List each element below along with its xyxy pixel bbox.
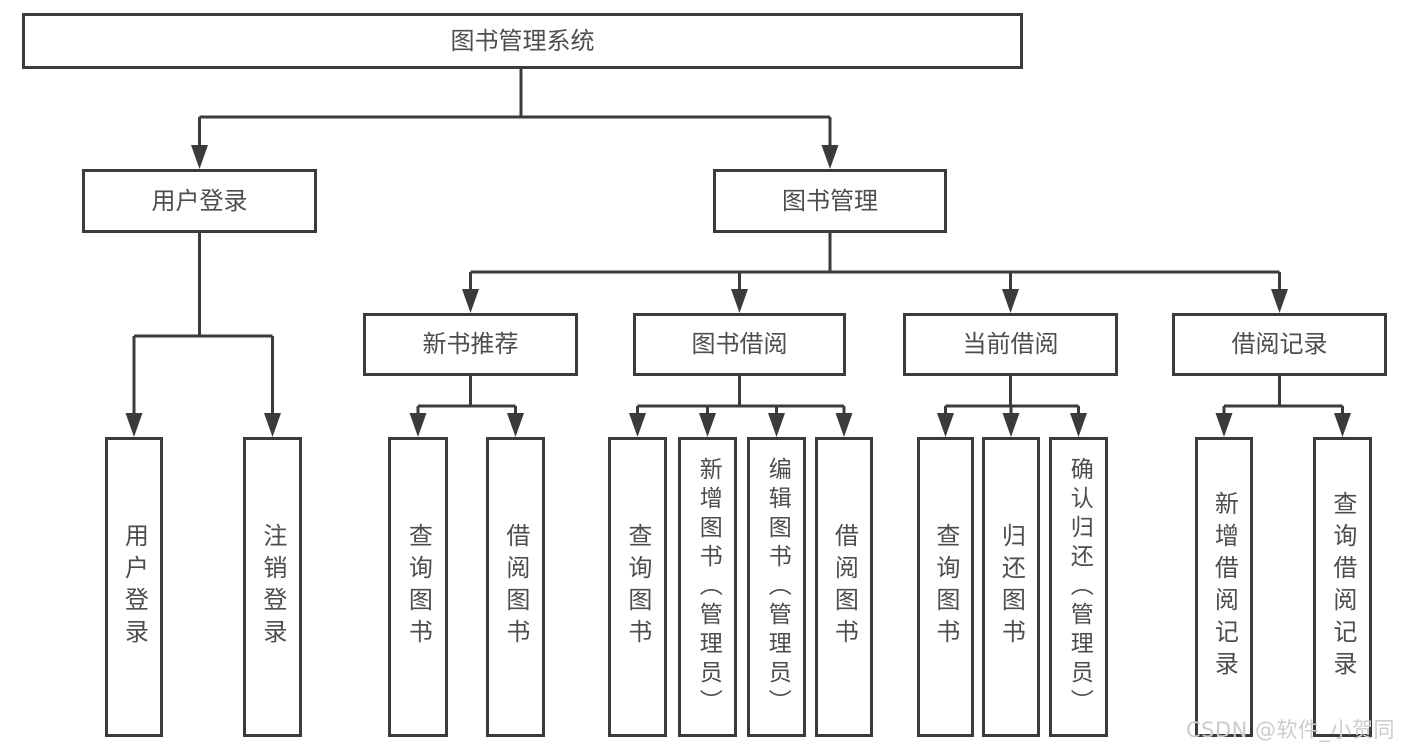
node-user-login: 用户登录 <box>82 169 317 233</box>
leaf-confirm-return-admin: 确认归还（管理员） <box>1049 437 1108 737</box>
node-book-borrowing: 图书借阅 <box>633 313 846 376</box>
node-current-borrowing: 当前借阅 <box>903 313 1118 376</box>
leaf-user-login: 用户登录 <box>105 437 163 737</box>
leaf-return-books: 归还图书 <box>982 437 1040 737</box>
leaf-add-borrow-record: 新增借阅记录 <box>1195 437 1253 737</box>
node-borrowing-records: 借阅记录 <box>1172 313 1387 376</box>
node-new-book-recommend: 新书推荐 <box>363 313 578 376</box>
node-book-management: 图书管理 <box>713 169 947 233</box>
leaf-borrow-books-borrowing: 借阅图书 <box>815 437 873 737</box>
leaf-query-books-borrowing: 查询图书 <box>608 437 667 737</box>
leaf-borrow-books-recommend: 借阅图书 <box>486 437 545 737</box>
leaf-edit-book-admin: 编辑图书（管理员） <box>747 437 806 737</box>
leaf-add-book-admin: 新增图书（管理员） <box>678 437 737 737</box>
node-root: 图书管理系统 <box>22 13 1023 69</box>
leaf-query-books-current: 查询图书 <box>917 437 974 737</box>
leaf-query-borrow-record: 查询借阅记录 <box>1313 437 1372 737</box>
csdn-watermark: CSDN @软件_小贺同学 <box>1186 718 1396 742</box>
leaf-logout: 注销登录 <box>243 437 302 737</box>
leaf-query-books-recommend: 查询图书 <box>388 437 448 737</box>
